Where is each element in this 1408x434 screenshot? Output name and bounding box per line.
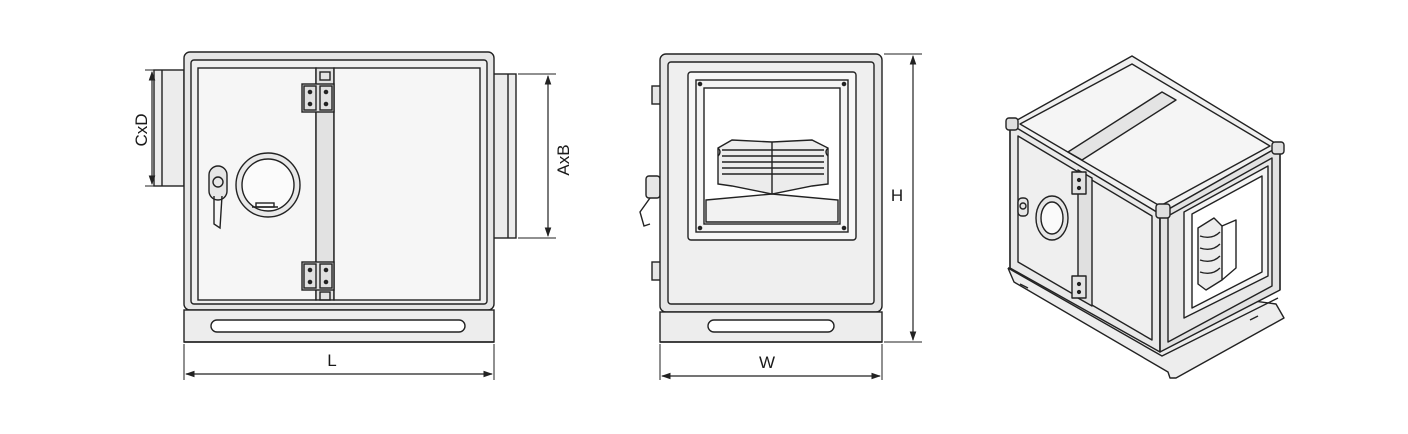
door-handle — [208, 165, 228, 230]
dimension-h-label: H — [891, 186, 903, 205]
dimension-axb: AxB — [518, 73, 573, 239]
dimension-w-label: W — [759, 353, 775, 372]
hinge-bottom — [301, 261, 335, 301]
dimension-l: L — [183, 344, 495, 380]
dimension-w: W — [659, 344, 883, 380]
fan-impeller-front — [705, 139, 839, 223]
front-base-slot — [707, 319, 835, 333]
front-view — [639, 53, 883, 343]
outlet-spigot — [491, 73, 517, 239]
isometric-view — [1005, 55, 1285, 379]
dimension-l-label: L — [327, 351, 336, 370]
hinge-top — [301, 71, 335, 113]
inlet-spigot — [153, 69, 185, 187]
dimension-cxd-label: CxD — [132, 113, 151, 146]
side-base-slot — [210, 319, 466, 333]
dimension-h: H — [884, 53, 922, 343]
side-panel — [333, 67, 481, 301]
inspection-window — [235, 152, 301, 218]
fan-impeller-iso — [1197, 217, 1237, 291]
side-view — [153, 51, 517, 343]
dimension-axb-label: AxB — [554, 144, 573, 175]
dimension-cxd: CxD — [132, 69, 160, 187]
front-handle — [639, 175, 661, 227]
